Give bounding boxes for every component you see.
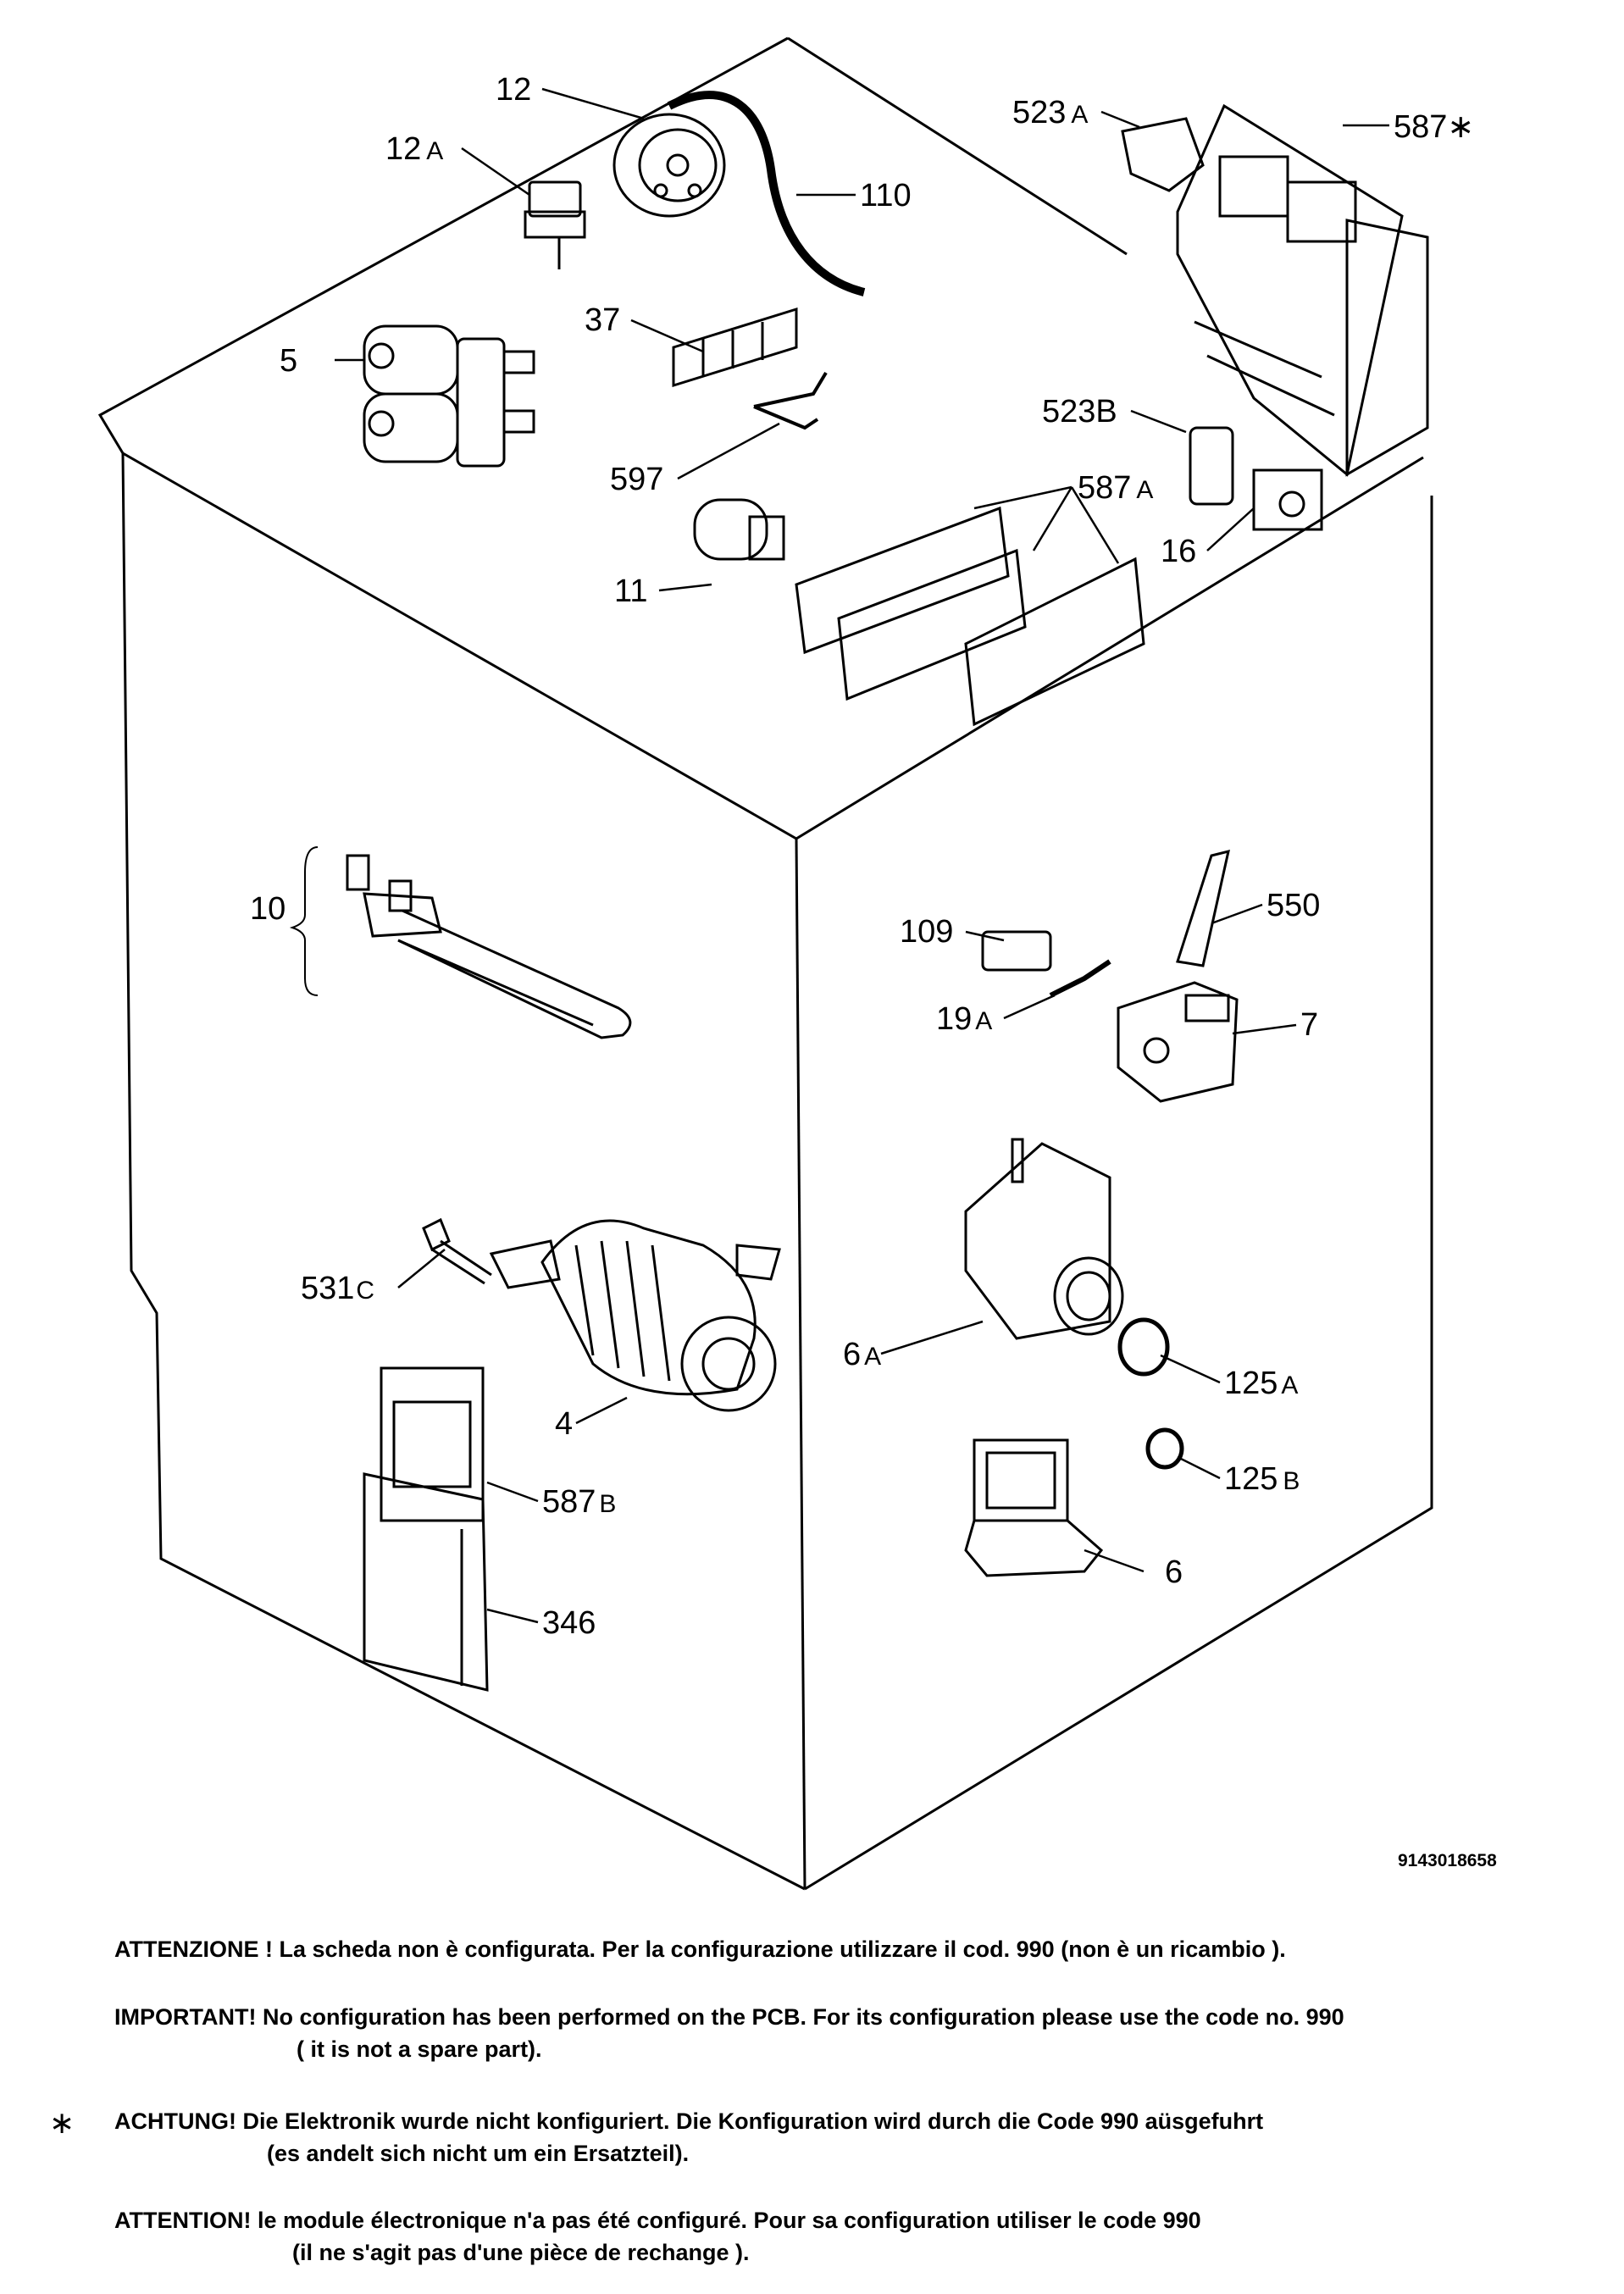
note-english-line2: ( it is not a spare part). — [297, 2036, 542, 2062]
part-531c-screw — [422, 1217, 492, 1285]
part-587a-boards — [795, 506, 1145, 727]
part-125b-seal — [1145, 1427, 1184, 1470]
label-523b: 523B — [1042, 394, 1117, 429]
part-11-capacitor — [693, 498, 785, 561]
part-19a-sensor — [1049, 959, 1111, 998]
note-german-line1: ACHTUNG! Die Elektronik wurde nicht konf… — [114, 2108, 1264, 2134]
part-597-clip — [753, 371, 828, 430]
part-110-hose — [667, 91, 866, 296]
part-5-valve — [363, 324, 535, 468]
note-english: IMPORTANT! No configuration has been per… — [114, 2001, 1344, 2065]
label-110: 110 — [860, 178, 912, 213]
note-french-line2: (il ne s'agit pas d'une pièce de rechang… — [292, 2240, 750, 2265]
part-6-drain-pump — [964, 1438, 1104, 1577]
part-523b-cover — [1189, 426, 1234, 506]
label-6: 6 — [1165, 1554, 1183, 1590]
label-7: 7 — [1300, 1007, 1318, 1043]
part-12-pressure-switch — [612, 113, 726, 218]
part-523a-clip — [1121, 117, 1205, 192]
leader-lines — [335, 87, 1389, 1624]
label-10: 10 — [250, 891, 285, 927]
document-number: 9143018658 — [1398, 1851, 1497, 1870]
part-125a-seal — [1117, 1317, 1170, 1377]
part-10-heater — [289, 846, 632, 1039]
label-5: 5 — [280, 343, 297, 379]
note-italian-line1: ATTENZIONE ! La scheda non è configurata… — [114, 1937, 1286, 1962]
note-german-line2: (es andelt sich nicht um ein Ersatzteil)… — [267, 2141, 690, 2166]
label-109: 109 — [900, 914, 953, 950]
label-11: 11 — [614, 574, 647, 609]
part-6a-pump-housing — [964, 1138, 1124, 1340]
part-4-motor — [489, 1219, 781, 1412]
label-597: 597 — [610, 462, 663, 497]
label-531c: 531C — [301, 1271, 374, 1306]
part-587-star-main-board — [1176, 103, 1429, 477]
note-french: ATTENTION! le module électronique n'a pa… — [114, 2204, 1201, 2269]
label-16: 16 — [1161, 534, 1196, 569]
label-550: 550 — [1266, 888, 1320, 923]
part-12a-sensor — [524, 180, 586, 269]
part-109-filter — [981, 930, 1052, 972]
label-37: 37 — [585, 302, 620, 338]
asterisk-marker: ∗ — [49, 2105, 75, 2140]
cabinet-outline — [97, 36, 1433, 1891]
label-587-star: 587∗ — [1394, 109, 1474, 145]
note-italian: ATTENZIONE ! La scheda non è configurata… — [114, 1933, 1286, 1965]
note-german: ACHTUNG! Die Elektronik wurde nicht konf… — [114, 2105, 1263, 2169]
note-french-line1: ATTENTION! le module électronique n'a pa… — [114, 2208, 1201, 2233]
part-550-7-pump-assembly — [1117, 849, 1239, 1103]
label-12: 12 — [496, 72, 531, 108]
part-16-door-lock — [1252, 468, 1323, 531]
label-4: 4 — [555, 1406, 573, 1442]
part-587b-346-module — [363, 1366, 489, 1692]
note-english-line1: IMPORTANT! No configuration has been per… — [114, 2004, 1344, 2030]
label-346: 346 — [542, 1605, 596, 1641]
part-37-connector — [672, 307, 798, 388]
